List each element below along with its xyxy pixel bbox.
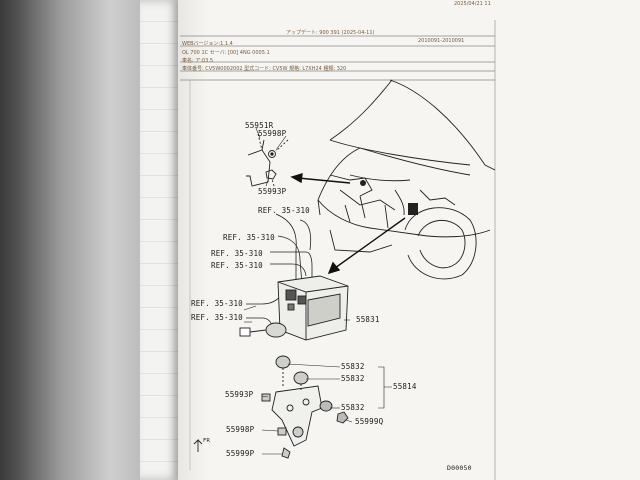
ref-label-1: REF. 35-310 xyxy=(258,206,310,215)
part-label-55999Q: 55999Q xyxy=(355,417,384,426)
front-direction-marker xyxy=(193,438,203,452)
part-label-55993P: 55993P xyxy=(258,187,287,196)
diagram-id: D00050 xyxy=(447,464,472,472)
part-label-55998P-lower: 55998P xyxy=(226,425,255,434)
front-marker-label: FR xyxy=(203,438,211,444)
ref-label-4: REF. 35-310 xyxy=(211,261,263,270)
header-meta-2: 車名: ア:03.5 xyxy=(182,58,214,64)
part-label-55993P-lower: 55993P xyxy=(225,390,254,399)
part-label-55999P: 55999P xyxy=(226,449,255,458)
hydraulic-unit-location xyxy=(360,180,418,215)
part-label-55832-b: 55832 xyxy=(341,374,365,383)
brake-pipes xyxy=(246,213,313,329)
part-label-55951R: 55951R xyxy=(245,121,274,130)
ref-label-6: REF. 35-310 xyxy=(191,313,243,322)
header-update: アップデート: 900 391 (2025-04-11) xyxy=(286,30,375,36)
part-label-55998P: 55998P xyxy=(258,129,287,138)
header-table-lines xyxy=(180,20,496,480)
header-date-range: 2010091-2010091 xyxy=(418,38,465,44)
lower-bracket-group xyxy=(261,355,349,459)
ref-label-5: REF. 35-310 xyxy=(191,299,243,308)
part-label-55814: 55814 xyxy=(393,382,417,391)
part-label-55832-a: 55832 xyxy=(341,362,365,371)
header-meta-1: OL 700 1C セーバ: [00] 4NG 0005.1 xyxy=(182,50,270,56)
ref-label-2: REF. 35-310 xyxy=(223,233,275,242)
part-label-55832-c: 55832 xyxy=(341,403,365,412)
location-arrows xyxy=(290,173,406,275)
leader-lines xyxy=(243,127,392,455)
ref-label-3: REF. 35-310 xyxy=(211,249,263,258)
abs-hydraulic-unit xyxy=(239,275,349,341)
vehicle-outline xyxy=(317,79,496,280)
header-version: WEBバージョン:1.1.4 xyxy=(182,41,233,47)
upper-bracket-group xyxy=(246,133,289,187)
header-date: 2025/04/21 11 xyxy=(454,1,491,7)
header-meta-3: 車体番号: CV5W0002002 型式コード: CV5W 規格: L7XH24… xyxy=(182,66,347,72)
part-label-55831: 55831 xyxy=(356,315,380,324)
